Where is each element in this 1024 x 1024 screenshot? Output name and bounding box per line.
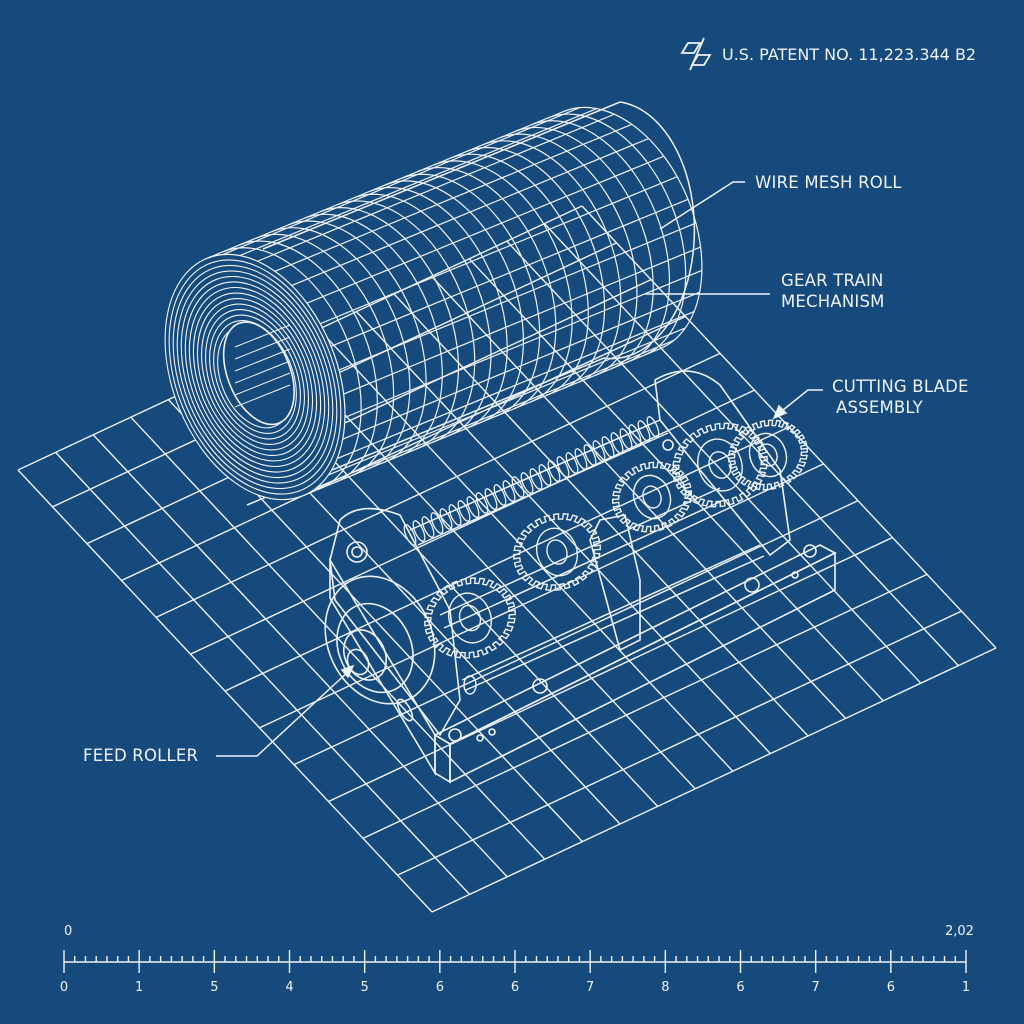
feed-roller-plate (324, 507, 461, 737)
scale-tick-label: 1 (135, 980, 144, 995)
scale-tick-label: 1 (961, 980, 971, 995)
scale-bar (63, 950, 967, 973)
patent-number: U.S. PATENT NO. 11,223.344 B2 (722, 44, 977, 64)
wire-mesh-roll-leader (659, 181, 745, 230)
scale-tick-label: 6 (435, 980, 444, 995)
callout-leaders (216, 181, 823, 757)
feed-roller-leader (216, 669, 351, 757)
scale-tick-label: 8 (661, 980, 670, 995)
scale-end-label: 2,02 (945, 924, 974, 939)
callout-text: CUTTING BLADE (832, 377, 969, 396)
cutting-blade-plate (589, 370, 791, 652)
gear-train (424, 419, 809, 659)
cutting-blade-leader (777, 389, 823, 415)
patent-office-logo-icon (680, 37, 712, 71)
callout-text: FEED ROLLER (83, 746, 199, 765)
shafts (409, 419, 765, 695)
callout-text: ASSEMBLY (836, 398, 923, 417)
callout-text: GEAR TRAIN (781, 271, 884, 290)
callout-text: MECHANISM (781, 292, 885, 311)
scale-start-label: 0 (64, 924, 73, 939)
scale-tick-label: 6 (736, 980, 745, 995)
scale-tick-label: 5 (360, 980, 369, 995)
scale-tick-label: 0 (59, 980, 69, 995)
callout-cutting-blade: CUTTING BLADE ASSEMBLY (832, 376, 969, 418)
callout-gear-train: GEAR TRAIN MECHANISM (781, 270, 885, 312)
patent-header: U.S. PATENT NO. 11,223.344 B2 (680, 37, 977, 71)
machine-base (329, 544, 837, 784)
scale-tick-label: 7 (586, 980, 595, 995)
callout-text: WIRE MESH ROLL (755, 173, 902, 192)
scale-tick-label: 6 (886, 980, 895, 995)
callout-feed-roller: FEED ROLLER (83, 745, 198, 766)
ground-grid (17, 205, 997, 913)
scale-tick-label: 6 (510, 980, 520, 995)
scale-tick-label: 5 (210, 980, 219, 995)
scale-tick-label: 7 (811, 980, 820, 995)
wire-mesh-roll (164, 101, 703, 506)
scale-tick-label: 4 (285, 980, 294, 995)
callout-wire-mesh-roll: WIRE MESH ROLL (755, 172, 902, 193)
lead-screw (403, 416, 660, 546)
